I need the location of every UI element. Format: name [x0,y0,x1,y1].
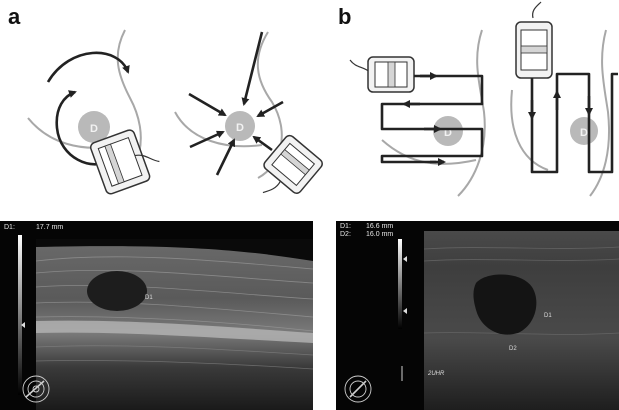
caliper-marker-d2: D2 [509,346,517,352]
breast-outline-icon [382,30,485,196]
circular-arrow-icon [48,53,128,82]
gray-scale-bar [18,235,22,395]
radial-arrow-icon [189,32,283,175]
transducer-icon [516,22,552,78]
gray-scale-bar [398,239,402,329]
schematic-diagram: D D D [0,0,619,221]
caliper-marker-d1: D1 [544,313,552,319]
measurement-value: 17.7 mm [36,224,63,231]
breast-outline-icon [175,32,282,178]
measurement2-label: D2: [340,231,351,238]
position-label: 2UHR [428,371,444,377]
svg-text:D: D [90,123,98,135]
measurement1-value: 16.6 mm [366,223,393,230]
ultrasound-image-b: D1: 16.6 mm D2: 16.0 mm D1 D2 2UHR [336,221,619,410]
lesion-shadow [87,271,147,311]
ultrasound-scan-b [336,221,619,410]
caliper-marker: D1 [145,295,153,301]
svg-text:D: D [236,122,244,134]
measurement1-label: D1: [340,223,351,230]
measurement2-value: 16.0 mm [366,231,393,238]
svg-text:D: D [580,127,588,139]
transducer-icon [368,57,414,92]
ultrasound-image-a: D1: 17.7 mm D1 [0,221,313,410]
measurement-label: D1: [4,224,15,231]
ultrasound-scan-a [0,221,313,410]
